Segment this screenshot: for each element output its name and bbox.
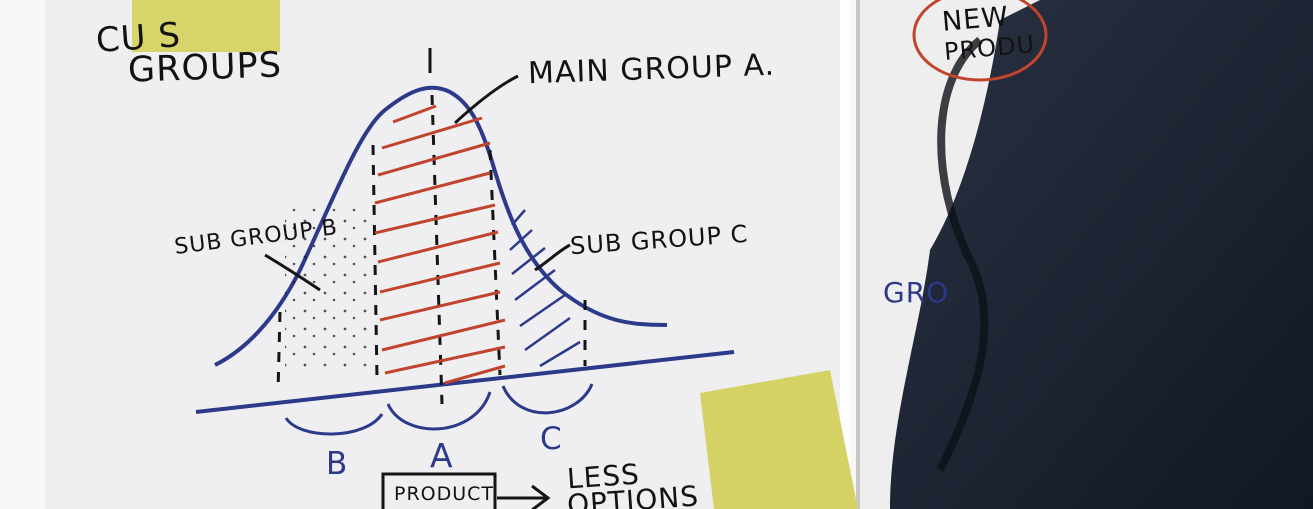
baseline-line [195, 350, 735, 414]
product-box [381, 472, 497, 509]
group-b-dots [285, 205, 370, 370]
group-a-hatch [374, 104, 506, 385]
sub-group-b-pointer [264, 253, 321, 292]
segment-label-b: B [326, 446, 349, 482]
sub-group-c-pointer [534, 243, 571, 272]
top-sticky-note [132, 0, 280, 52]
segment-label-a: A [430, 436, 454, 475]
product-box-text: PRODUCT [394, 483, 495, 505]
title-line-2: GROUPS [127, 45, 283, 91]
group-c-hatch [509, 209, 581, 368]
person-shoulder [890, 0, 1313, 509]
arrow [497, 484, 551, 509]
bottom-sticky-note [700, 370, 858, 509]
right-partial-group-text: GRO [883, 276, 950, 309]
segment-dividers [276, 94, 587, 405]
main-group-pointer [453, 74, 519, 125]
segment-label-c: C [540, 421, 563, 457]
new-product-circle [912, 0, 1048, 82]
